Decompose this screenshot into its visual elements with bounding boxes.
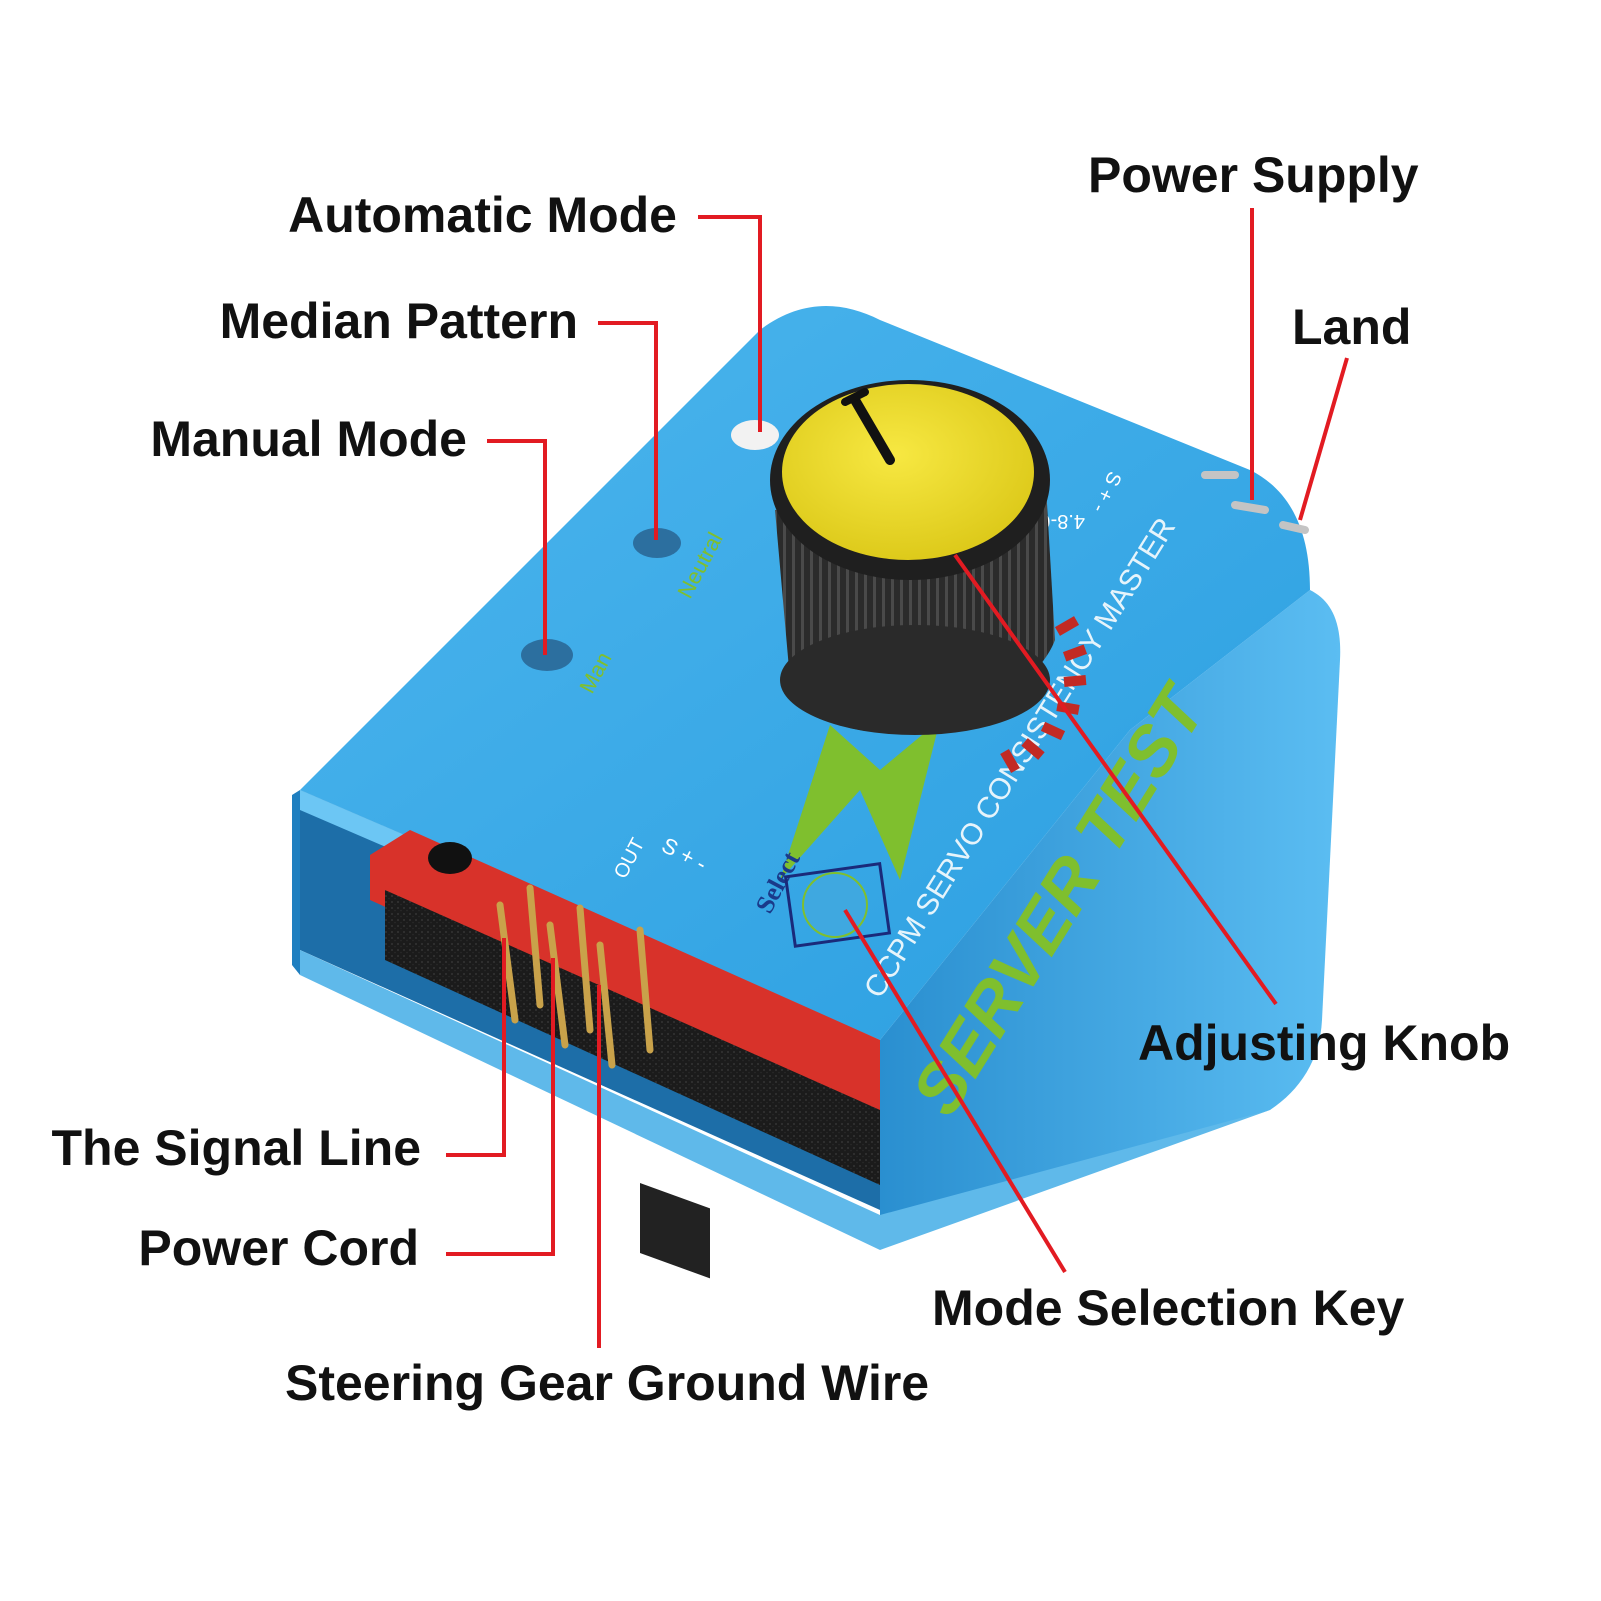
device-illustration: Neutral Man OUT S + - 4.8-6V S + - Selec… bbox=[292, 306, 1341, 1279]
callout-manual-mode: Manual Mode bbox=[150, 411, 467, 467]
leader-median-pattern bbox=[598, 321, 658, 540]
case-bottom-lip bbox=[300, 950, 1270, 1250]
case-right-side bbox=[880, 590, 1341, 1240]
output-header-pins bbox=[496, 884, 654, 1069]
callout-median-pattern: Median Pattern bbox=[220, 293, 578, 349]
leader-manual-mode bbox=[487, 439, 547, 655]
adjusting-knob-graphic bbox=[770, 380, 1055, 735]
callout-steering-gear-ground-wire: Steering Gear Ground Wire bbox=[285, 1355, 929, 1411]
callout-mode-selection-key: Mode Selection Key bbox=[932, 1280, 1405, 1336]
callout-land: Land bbox=[1292, 299, 1411, 355]
leader-signal-line bbox=[446, 938, 506, 1157]
callout-power-cord: Power Cord bbox=[138, 1220, 419, 1276]
leader-automatic-mode bbox=[698, 215, 762, 432]
board-hole bbox=[428, 842, 472, 874]
callout-adjusting-knob: Adjusting Knob bbox=[1138, 1015, 1510, 1071]
led-neutral bbox=[633, 528, 681, 558]
leader-adjusting-knob bbox=[953, 553, 1278, 1006]
gauge-marks bbox=[1000, 616, 1088, 774]
case-left-edge bbox=[292, 790, 300, 975]
led-automatic bbox=[731, 420, 779, 450]
select-button-frame bbox=[783, 861, 892, 948]
callout-labels: Automatic Mode Median Pattern Manual Mod… bbox=[52, 147, 1511, 1411]
header-housing bbox=[640, 1182, 710, 1279]
input-pins bbox=[1201, 471, 1309, 534]
leader-lines bbox=[446, 208, 1349, 1348]
leader-power-cord bbox=[446, 958, 555, 1256]
printed-arrow bbox=[780, 720, 940, 880]
callout-the-signal-line: The Signal Line bbox=[52, 1120, 421, 1176]
callout-automatic-mode: Automatic Mode bbox=[288, 187, 677, 243]
callout-power-supply: Power Supply bbox=[1088, 147, 1419, 203]
leader-land bbox=[1298, 357, 1349, 521]
leader-mode-selection-key bbox=[843, 908, 1067, 1274]
